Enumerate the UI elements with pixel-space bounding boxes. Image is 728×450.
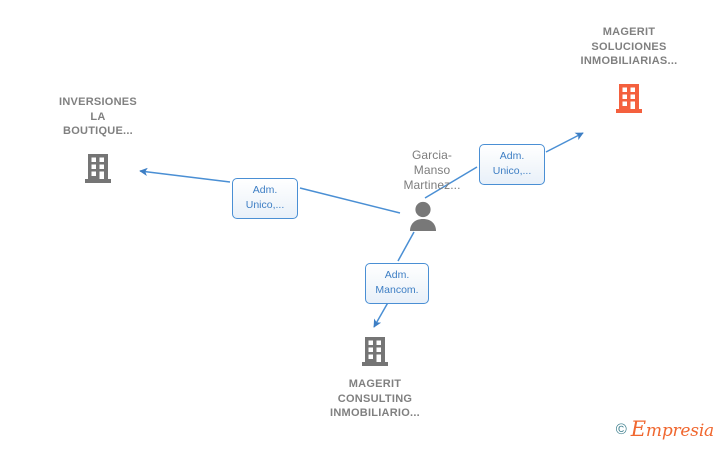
building-icon xyxy=(18,150,178,186)
node-magerit-soluciones-inmobiliarias[interactable]: MAGERIT SOLUCIONES INMOBILIARIAS... xyxy=(549,25,709,116)
node-label: Garcia- Manso Martinez... xyxy=(403,148,461,192)
empresia-logo-text: Empresia xyxy=(631,419,714,440)
copyright-icon: © xyxy=(615,421,627,438)
empresia-watermark: © Empresia xyxy=(616,419,714,440)
node-label: INVERSIONES LA BOUTIQUE... xyxy=(59,96,137,137)
brand-initial: E xyxy=(630,417,646,441)
edge-label-adm-unico-inversiones[interactable]: Adm. Unico,... xyxy=(232,178,298,219)
building-icon xyxy=(549,80,709,116)
edge-label-adm-unico-magerit-soluciones[interactable]: Adm. Unico,... xyxy=(479,144,545,185)
edge-label-adm-mancom-magerit-consulting[interactable]: Adm. Mancom. xyxy=(365,263,429,304)
person-icon xyxy=(334,200,512,232)
brand-rest: mpresia xyxy=(645,421,714,441)
node-person-garcia-manso-martinez[interactable]: Garcia- Manso Martinez... xyxy=(352,148,512,232)
node-label: MAGERIT CONSULTING INMOBILIARIO... xyxy=(330,378,420,419)
node-inversiones-la-boutique[interactable]: INVERSIONES LA BOUTIQUE... xyxy=(18,95,178,186)
node-magerit-consulting-inmobiliario[interactable]: MAGERIT CONSULTING INMOBILIARIO... xyxy=(295,333,455,421)
node-label: MAGERIT SOLUCIONES INMOBILIARIAS... xyxy=(580,26,678,67)
building-icon xyxy=(295,333,455,369)
